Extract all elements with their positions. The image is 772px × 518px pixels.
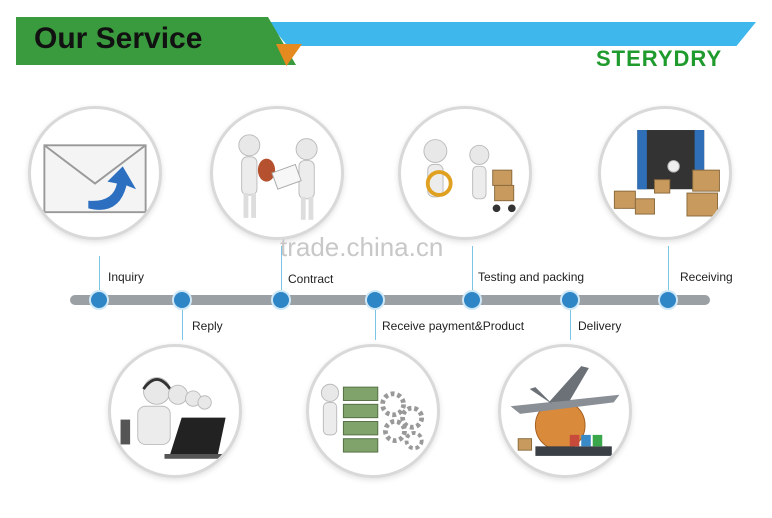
step-testing-image: [398, 106, 532, 240]
step-label-contract: Contract: [288, 272, 334, 286]
timeline-dot-testing: [462, 290, 482, 310]
step-contract-image: [210, 106, 344, 240]
connector-testing: [472, 246, 473, 296]
step-label-reply: Reply: [192, 319, 223, 333]
step-label-payment: Receive payment&Product: [382, 319, 525, 333]
brand-logo-text: STERYDRY: [596, 46, 723, 71]
handshake-contract-icon: [238, 134, 318, 220]
step-label-delivery: Delivery: [578, 319, 622, 333]
timeline-dot-delivery: [560, 290, 580, 310]
connector-reply: [182, 304, 183, 340]
connector-payment: [375, 304, 376, 340]
inspection-cart-icon: [423, 139, 516, 213]
plane-ship-globe-icon: [510, 366, 620, 456]
money-gears-icon: [320, 383, 425, 453]
connector-delivery: [570, 304, 571, 340]
container-boxes-icon: [613, 130, 720, 217]
step-inquiry-image: [28, 106, 162, 240]
header-green-banner: [16, 17, 296, 65]
timeline-dot-reply: [172, 290, 192, 310]
connector-contract: [281, 246, 282, 296]
step-label-inquiry: Inquiry: [108, 270, 145, 284]
timeline-dot-contract: [271, 290, 291, 310]
timeline-dot-receiving: [658, 290, 678, 310]
call-center-icon: [120, 377, 226, 459]
step-receiving-image: [598, 106, 732, 240]
timeline-dot-inquiry: [89, 290, 109, 310]
header-blue-bar: [268, 22, 756, 46]
step-payment-image: [306, 344, 440, 478]
step-label-testing: Testing and packing: [478, 270, 585, 284]
watermark-text: trade.china.cn: [280, 232, 444, 262]
connector-inquiry: [99, 256, 100, 296]
envelope-icon: [43, 144, 147, 214]
step-delivery-image: [498, 344, 632, 478]
step-label-receiving: Receiving: [680, 270, 733, 284]
connector-receiving: [668, 246, 669, 296]
page-title: Our Service: [34, 22, 203, 55]
timeline-dot-payment: [365, 290, 385, 310]
timeline-track: [70, 295, 710, 305]
step-reply-image: [108, 344, 242, 478]
